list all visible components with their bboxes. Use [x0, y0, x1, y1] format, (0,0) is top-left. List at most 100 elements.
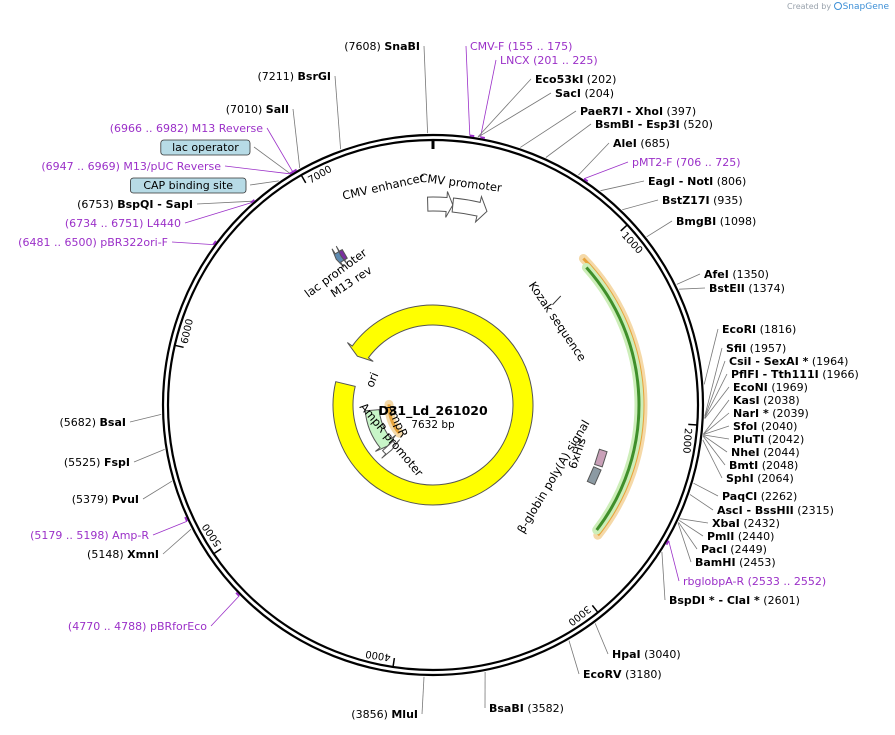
enzyme-label: BmtI (2048): [729, 459, 798, 472]
leader-layer: [129, 45, 730, 715]
label-leader: [162, 528, 192, 555]
enzyme-name: EcoRV: [583, 668, 622, 681]
enzyme-label: BstEII (1374): [709, 282, 785, 295]
enzyme-label: AscI - BssHII (2315): [717, 504, 834, 517]
tick-mark: [688, 423, 698, 426]
enzyme-position: (2601): [760, 594, 800, 607]
label-leader: [253, 146, 291, 174]
feature-box: [160, 139, 251, 156]
label-leader: [196, 200, 253, 205]
enzyme-position: (7211): [257, 70, 297, 83]
primer-label: (6947 .. 6969) M13/pUC Reverse: [41, 160, 221, 173]
enzyme-name: PacI: [701, 543, 727, 556]
primer-label: (4770 .. 4788) pBRforEco: [68, 620, 207, 633]
primer-mark: [184, 516, 188, 522]
primer-mark: [469, 134, 475, 138]
enzyme-position: (2064): [754, 472, 794, 485]
feature-box-label: lac operator: [172, 141, 239, 154]
enzyme-name: AscI - BssHII: [717, 504, 794, 517]
enzyme-label: (5525) FspI: [64, 456, 130, 469]
enzyme-label: PmlI (2440): [707, 530, 774, 543]
enzyme-label: (7211) BsrGI: [257, 70, 331, 83]
enzyme-name: CsiI - SexAI *: [729, 355, 809, 368]
enzyme-name: SacI: [555, 87, 581, 100]
credit-brand: SnapGene: [842, 2, 889, 12]
enzyme-label: PaqCI (2262): [722, 490, 797, 503]
enzyme-name: PaqCI: [722, 490, 757, 503]
primer-label: CMV-F (155 .. 175): [470, 40, 572, 53]
enzyme-label: (7010) SalI: [226, 103, 289, 116]
orf-arc: [387, 404, 401, 435]
feature-label: Kozak sequence: [526, 279, 589, 364]
label-leader: [334, 75, 341, 150]
feature-ori: [332, 304, 534, 506]
tick-mark: [392, 657, 396, 668]
primer-mark: [583, 177, 589, 183]
enzyme-position: (1966): [819, 368, 859, 381]
orf-arc: [585, 266, 641, 531]
enzyme-position: (1816): [756, 323, 796, 336]
feature-6xhis: [593, 448, 608, 468]
tick-label: 3000: [566, 603, 593, 627]
label-leader: [129, 414, 162, 423]
enzyme-name: BamHI: [695, 556, 736, 569]
enzyme-label: PaeR7I - XhoI (397): [580, 105, 696, 118]
enzyme-label: NarI * (2039): [733, 407, 809, 420]
enzyme-position: (202): [583, 73, 616, 86]
enzyme-name: EcoNI: [733, 381, 768, 394]
enzyme-name: SfiI: [726, 342, 746, 355]
enzyme-position: (3040): [641, 648, 681, 661]
label-leader: [520, 110, 577, 148]
enzyme-name: FspI: [104, 456, 130, 469]
enzyme-position: (2262): [757, 490, 797, 503]
enzyme-position: (3180): [622, 668, 662, 681]
enzyme-name: BspQI - SapI: [117, 198, 193, 211]
primer-mark: [665, 540, 670, 546]
primer-mark: [480, 136, 486, 139]
tick-label: 1000: [619, 230, 644, 256]
label-leader: [704, 373, 728, 419]
enzyme-name: SphI: [726, 472, 754, 485]
enzyme-position: (2048): [758, 459, 798, 472]
enzyme-position: (3582): [524, 702, 564, 715]
enzyme-position: (935): [710, 194, 743, 207]
label-leader: [423, 45, 428, 134]
label-leader: [568, 640, 580, 675]
enzyme-position: (2042): [764, 433, 804, 446]
enzyme-position: (2315): [794, 504, 834, 517]
enzyme-label: EcoNI (1969): [733, 381, 808, 394]
enzyme-name: PvuI: [112, 493, 139, 506]
enzyme-label: PflFI - Tth111I (1966): [731, 368, 859, 381]
credit-prefix: Created by: [787, 2, 832, 11]
primer-mark: [250, 199, 256, 204]
label-leader: [171, 241, 214, 245]
tick-mark: [620, 224, 628, 232]
label-leader: [646, 220, 673, 238]
label-leader: [679, 520, 704, 537]
feature-ampr: [364, 409, 397, 452]
enzyme-position: (5525): [64, 456, 104, 469]
label-leader: [679, 287, 706, 290]
label-leader: [478, 92, 552, 138]
label-leader: [704, 386, 730, 419]
label-leader: [702, 436, 726, 466]
plasmid-name: D31_Ld_261020: [378, 403, 488, 419]
label-leader: [594, 623, 609, 655]
enzyme-name: EagI - NotI: [648, 175, 713, 188]
label-leader: [583, 161, 629, 180]
enzyme-name: MluI: [391, 708, 418, 721]
enzyme-position: (1350): [729, 268, 769, 281]
snapgene-logo-icon: [833, 2, 842, 10]
label-leader: [249, 180, 279, 186]
label-leader: [184, 202, 252, 224]
enzyme-label: PluTI (2042): [733, 433, 804, 446]
enzyme-position: (5148): [87, 548, 127, 561]
enzyme-name: SfoI: [733, 420, 757, 433]
label-leader: [703, 435, 728, 453]
enzyme-label: BsmBI - Esp3I (520): [595, 118, 713, 131]
feature-kozak-sequence: [552, 295, 562, 306]
label-leader: [689, 494, 714, 511]
label-leader: [266, 127, 294, 173]
enzyme-label: Eco53kI (202): [535, 73, 616, 86]
